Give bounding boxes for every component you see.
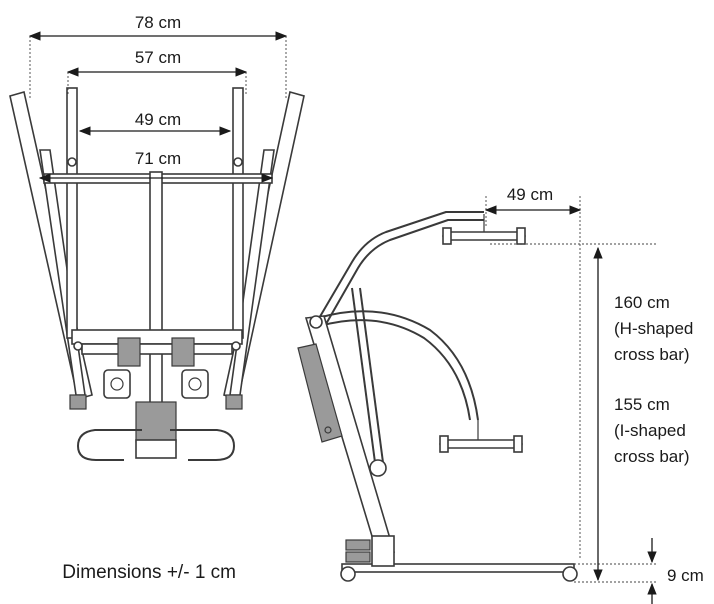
- side-spreader-lowered: [439, 420, 523, 453]
- side-boom-lowered-inner: [319, 319, 471, 421]
- side-caster-rear: [340, 566, 356, 582]
- front-chassis: [71, 329, 243, 459]
- label-height-h: 160 cm: [614, 293, 670, 312]
- side-spreader-raised: [442, 214, 526, 245]
- front-caster-right: [225, 394, 243, 410]
- front-push-handle: [77, 429, 235, 461]
- label-ground-clearance: 9 cm: [667, 566, 704, 585]
- label-spreader-offset: 49 cm: [507, 185, 553, 204]
- side-battery-box: [297, 343, 343, 443]
- side-caster-front: [562, 566, 578, 582]
- label-legs-closed: 71 cm: [135, 149, 181, 168]
- side-boom-pivot: [309, 315, 323, 329]
- label-height-i-note-2: cross bar): [614, 447, 690, 466]
- front-caster-left: [69, 394, 87, 410]
- label-height-i-note-1: (I-shaped: [614, 421, 686, 440]
- label-overall-width: 78 cm: [135, 13, 181, 32]
- label-mast-width: 57 cm: [135, 48, 181, 67]
- label-height-h-note-1: (H-shaped: [614, 319, 693, 338]
- side-boom-raised: [317, 211, 484, 321]
- label-inner-width: 49 cm: [135, 110, 181, 129]
- label-height-h-note-2: cross bar): [614, 345, 690, 364]
- tolerance-note: Dimensions +/- 1 cm: [62, 562, 236, 583]
- front-view: 78 cm 57 cm 49 cm 71 cm: [9, 13, 305, 461]
- side-mast: [304, 315, 396, 557]
- label-height-i: 155 cm: [614, 395, 670, 414]
- side-actuator: [351, 287, 387, 477]
- side-view: 49 cm 160 cm (H-shaped cross bar) 155 cm…: [297, 185, 704, 604]
- side-base: [340, 535, 578, 582]
- side-boom-raised-inner: [325, 219, 484, 325]
